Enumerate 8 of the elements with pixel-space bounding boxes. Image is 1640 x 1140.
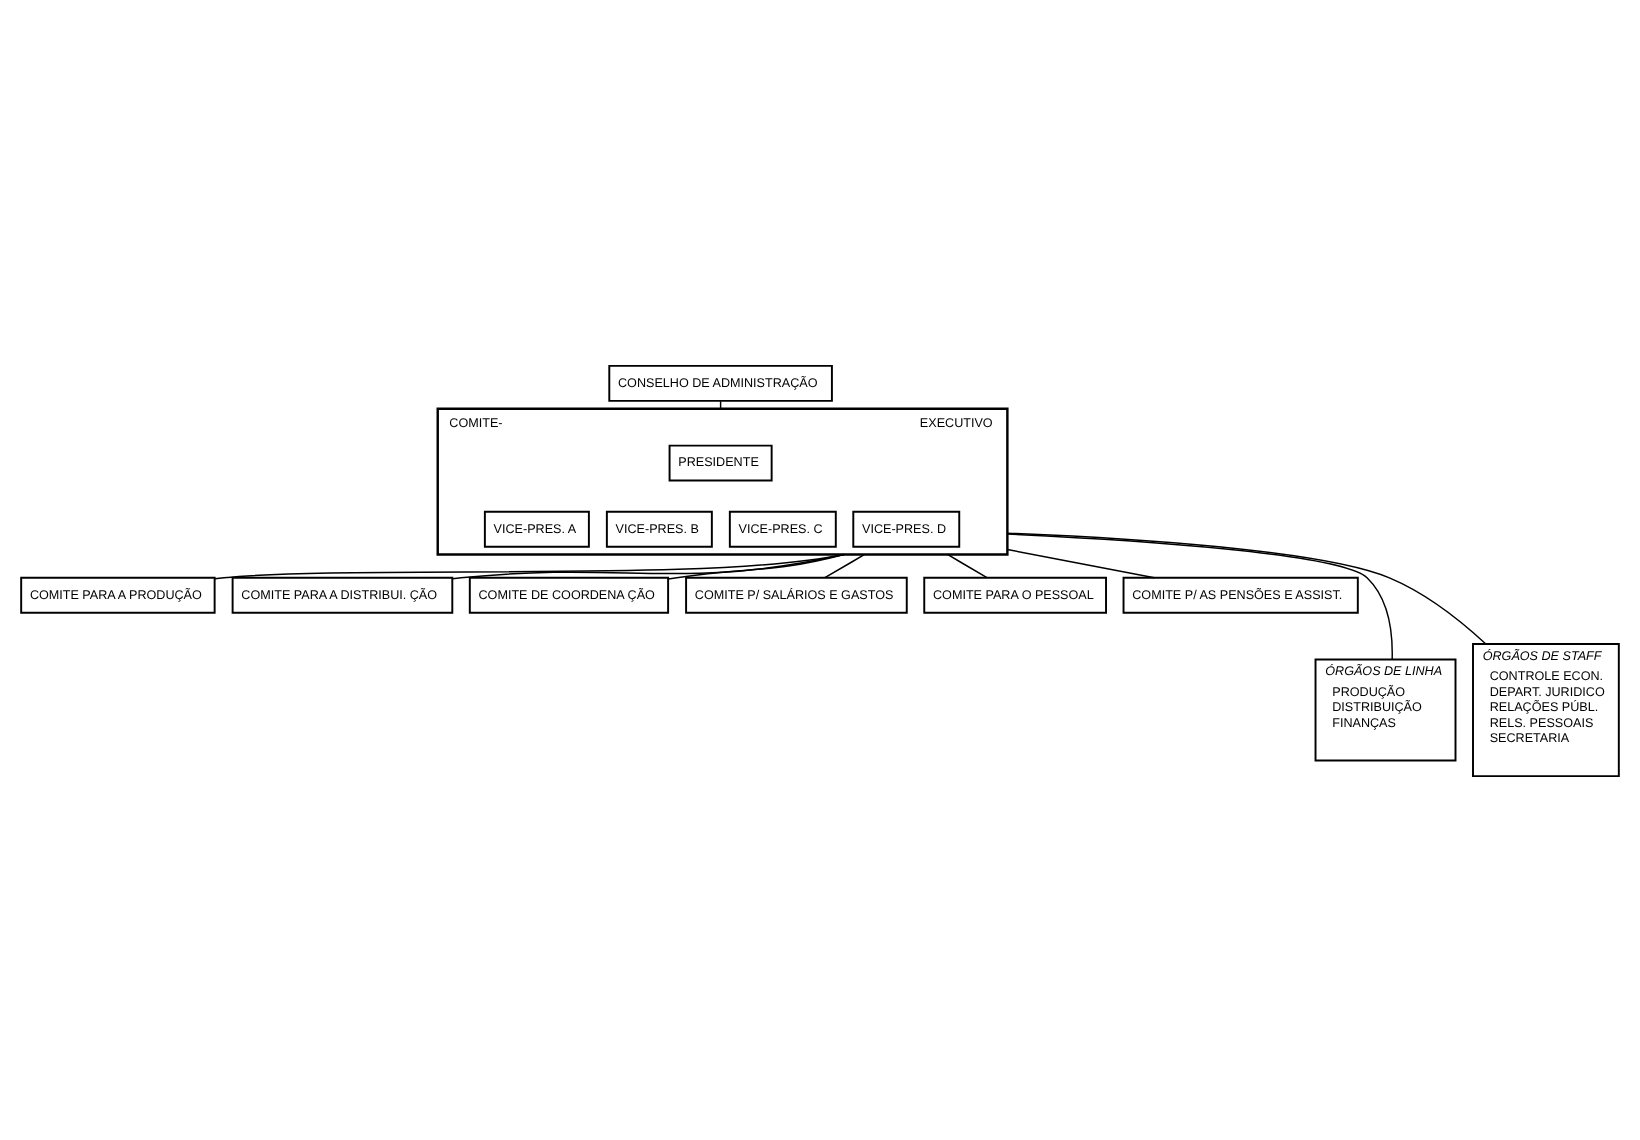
connector [946,552,988,578]
connector [1006,532,1393,660]
connector [214,552,845,579]
connector [451,552,845,579]
connector [667,552,845,579]
connector [824,552,866,578]
connector [1006,531,1487,644]
connector [1006,547,1156,578]
